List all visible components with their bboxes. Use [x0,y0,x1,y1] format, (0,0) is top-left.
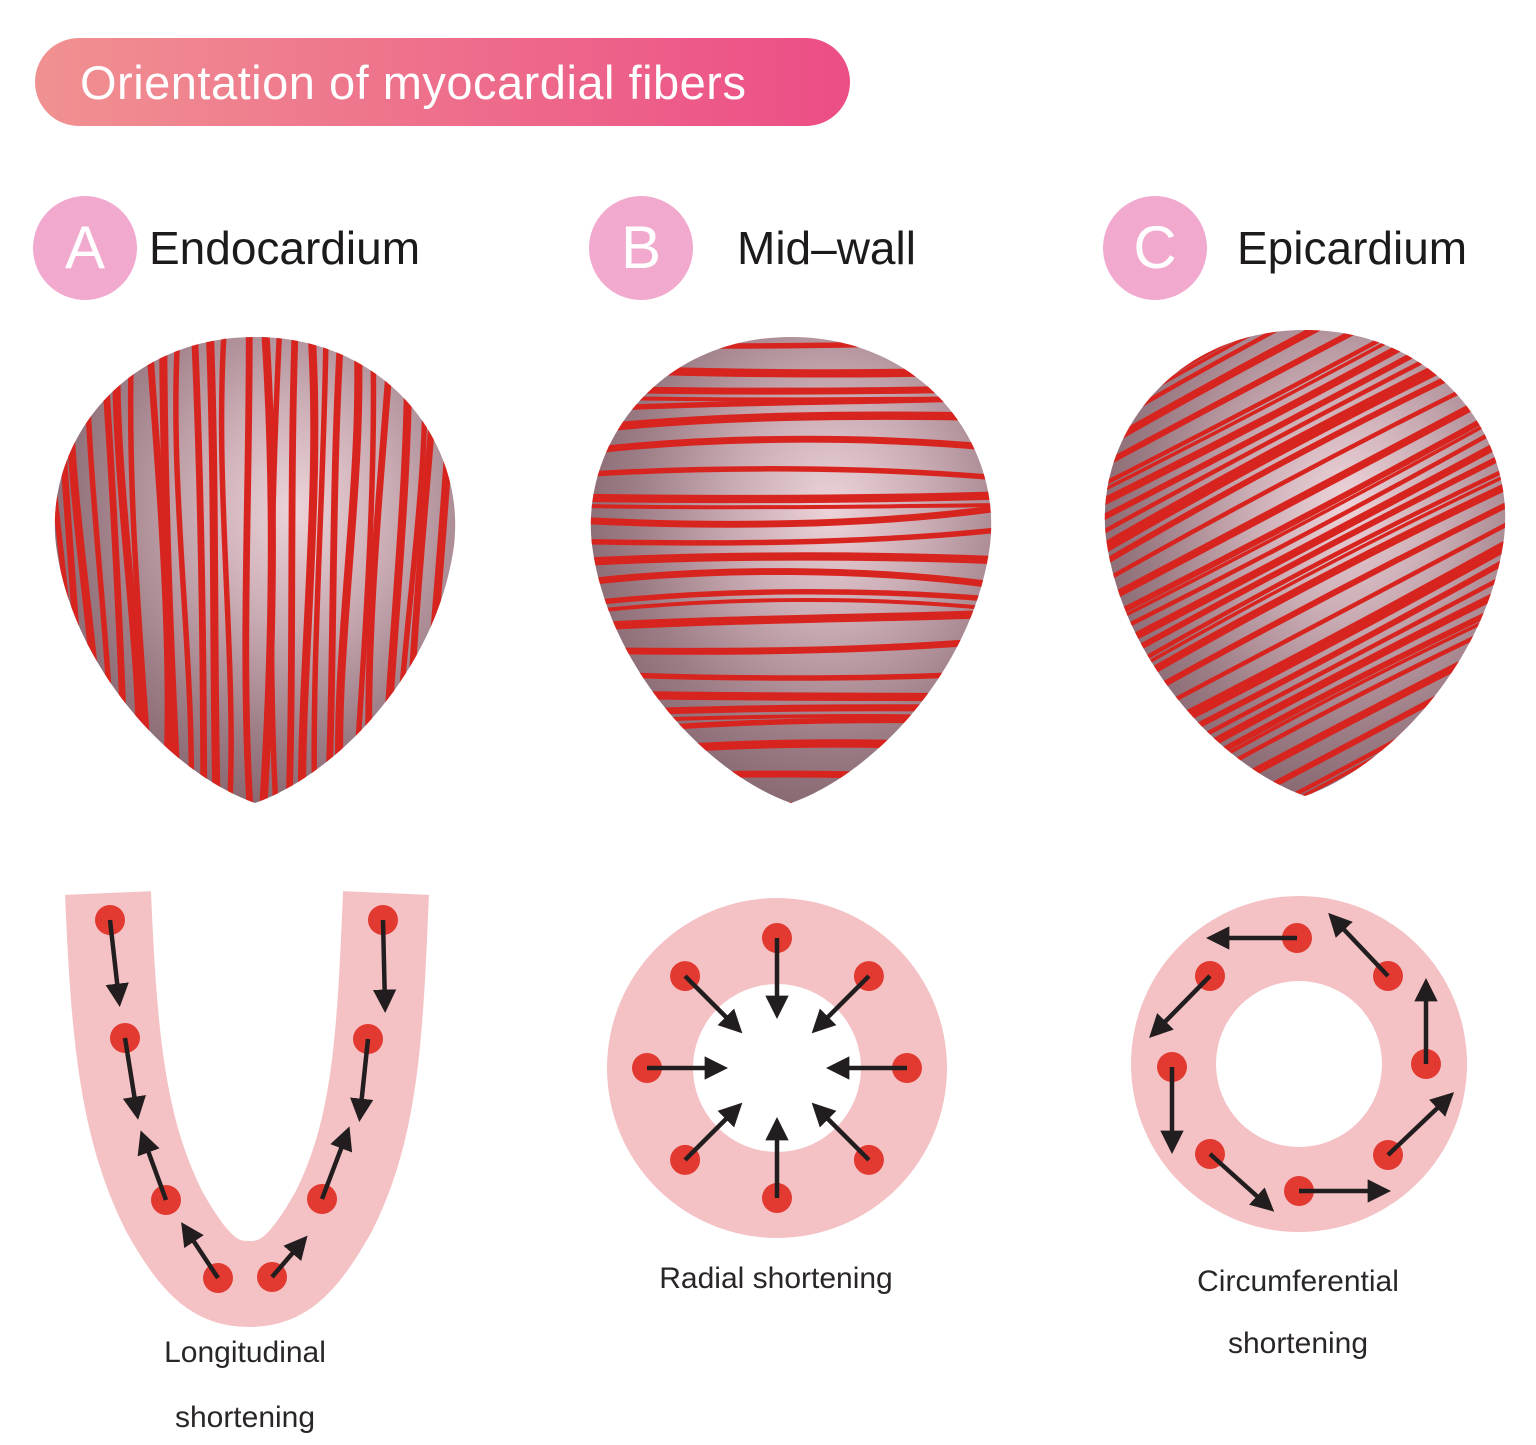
circumferential-label-line2: shortening [1227,1327,1369,1360]
circumferential-shortening-diagram [1131,896,1467,1232]
title-banner: Orientation of myocardial fibers [35,38,850,126]
heart-midwall-circumferential-fibers [590,337,992,803]
panel-b-heading: Mid–wall [737,222,916,274]
page-title: Orientation of myocardial fibers [80,55,747,109]
circumferential-label-line1: Circumferential [1197,1265,1399,1298]
radial-label: Radial shortening [659,1262,893,1295]
panel-a-heading: Endocardium [149,222,421,274]
heart-epicardium-oblique-fibers [1104,330,1506,796]
panel-c-letter: C [1133,214,1177,281]
longitudinal-shortening-diagram [65,891,429,1328]
radial-shortening-diagram [607,898,947,1238]
panel-c-badge: C [1103,196,1207,300]
panel-c-heading: Epicardium [1237,222,1468,274]
longitudinal-label-line2: shortening [174,1401,316,1434]
panel-a-letter: A [64,214,106,281]
panel-a-badge: A [33,196,137,300]
heart-endocardium-longitudinal-fibers [54,337,456,803]
panel-b-letter: B [620,214,662,281]
longitudinal-label-line1: Longitudinal [164,1336,326,1369]
panel-b-badge: B [589,196,693,300]
